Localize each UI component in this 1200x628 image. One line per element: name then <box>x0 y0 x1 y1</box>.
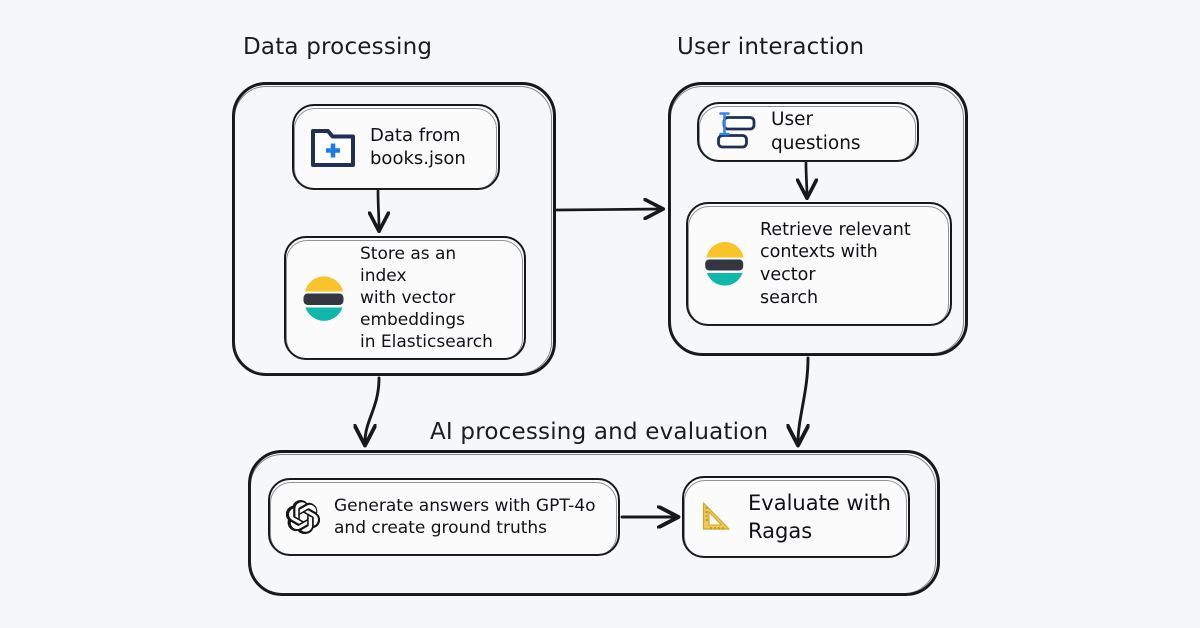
node-generate-answers[interactable]: Generate answers with GPT-4o and create … <box>268 478 620 556</box>
node-evaluate-ragas[interactable]: Evaluate with Ragas <box>682 476 910 558</box>
node-label: Retrieve relevant contexts with vector s… <box>760 219 911 308</box>
panel-data-processing <box>232 82 556 376</box>
node-user-questions[interactable]: User questions <box>697 102 919 162</box>
edge-dataprocessing-to-aiprocessing <box>365 376 381 442</box>
group-title-data-processing: Data processing <box>243 34 433 60</box>
elasticsearch-icon <box>705 242 744 286</box>
node-label: Evaluate with Ragas <box>748 490 891 543</box>
node-retrieve-contexts[interactable]: Retrieve relevant contexts with vector s… <box>686 202 952 326</box>
node-label: Data from books.json <box>370 124 466 169</box>
edge-dataprocessing-to-userinteraction <box>555 209 660 210</box>
node-label: User questions <box>771 108 861 154</box>
node-store-index[interactable]: Store as an index with vector embeddings… <box>284 236 526 360</box>
node-label: Generate answers with GPT-4o and create … <box>334 495 596 538</box>
folder-plus-icon <box>311 129 355 167</box>
panel-ai-processing <box>248 450 940 596</box>
group-title-ai-processing: AI processing and evaluation <box>430 419 769 445</box>
text-input-icon <box>717 112 756 149</box>
node-data-from-books[interactable]: Data from books.json <box>292 104 500 190</box>
node-label: Store as an index with vector embeddings… <box>360 243 493 353</box>
triangular-ruler-icon <box>702 502 731 531</box>
group-title-user-interaction: User interaction <box>677 34 865 60</box>
elasticsearch-icon <box>303 276 344 321</box>
openai-icon <box>286 500 320 534</box>
edge-userinteraction-to-aiprocessing <box>798 356 808 442</box>
panel-user-interaction <box>668 82 968 356</box>
